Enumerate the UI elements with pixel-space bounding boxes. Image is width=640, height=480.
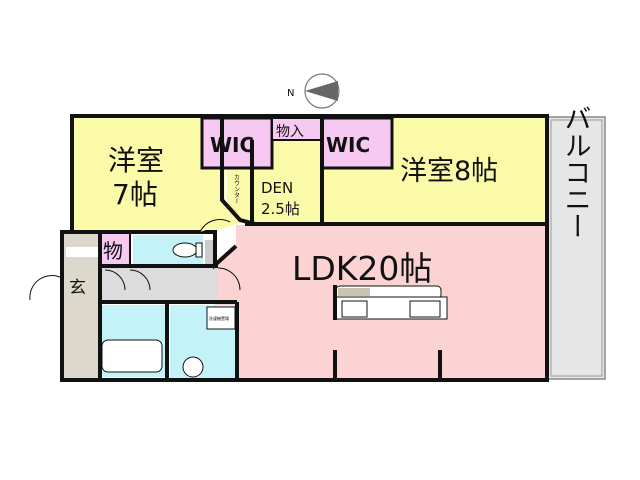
compass-arrow-icon	[305, 81, 338, 101]
balcony-rail	[550, 119, 603, 377]
counter-label: カウンター	[233, 174, 240, 204]
counter-area	[227, 168, 252, 222]
balcony	[547, 116, 606, 380]
bedroom-west-size: 7帖	[112, 178, 158, 211]
den-label: DEN	[261, 179, 293, 197]
compass-north-label: N	[287, 88, 294, 99]
storage-top-label: 物入	[276, 124, 304, 140]
ldk-label: LDK20帖	[292, 249, 432, 288]
bathtub-icon	[101, 339, 163, 373]
hallway	[100, 268, 218, 300]
toilet-icon	[172, 242, 198, 258]
shoe-shelf	[66, 247, 98, 257]
balcony-label: バルコニー	[560, 105, 591, 240]
compass: N	[287, 73, 340, 109]
kitchen-counter	[335, 285, 448, 320]
stove-icon	[341, 300, 368, 318]
wic-west-label: WIC	[210, 133, 254, 157]
toilet-tank	[195, 242, 203, 258]
sink-icon	[182, 356, 204, 378]
kitchen-sink-icon	[409, 300, 441, 318]
bedroom-east-label: 洋室8帖	[400, 156, 498, 187]
entrance-label: 玄	[69, 278, 86, 298]
doors	[29, 219, 241, 301]
den-size: 2.5帖	[261, 200, 300, 218]
storage-small-label: 物	[103, 239, 123, 263]
bedroom-west-label: 洋室	[108, 144, 164, 177]
wic-east-label: WIC	[326, 133, 370, 157]
washer-label: 洗濯機置場	[209, 315, 229, 321]
walls	[60, 114, 549, 382]
